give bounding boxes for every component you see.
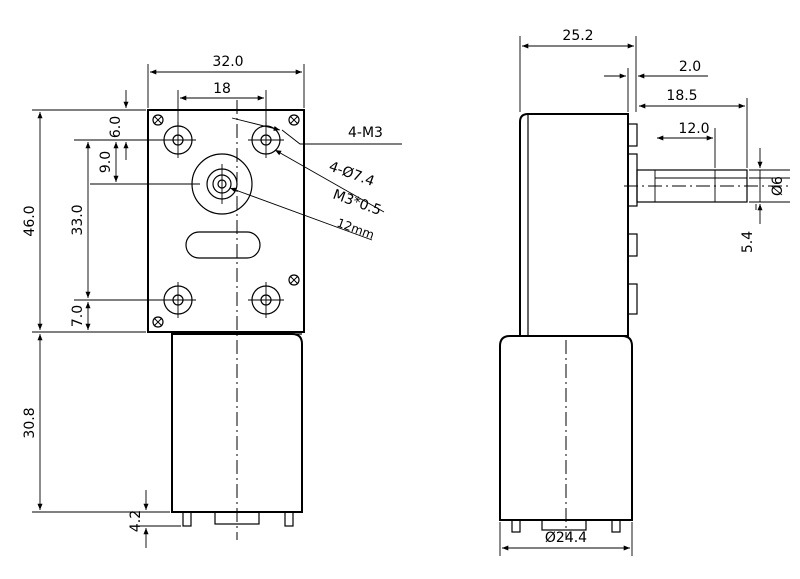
dim-width: 32.0: [212, 54, 243, 70]
dim-depth: 25.2: [562, 28, 593, 44]
collar-tab-icon: [627, 233, 638, 257]
slot-opening: [185, 231, 261, 259]
dim-shaft-flat-height: 5.4: [740, 231, 756, 253]
collar-tab-icon: [627, 283, 638, 315]
corner-screw-icon: [288, 114, 300, 126]
mounting-hole-icon: [160, 282, 196, 318]
dim-shaft-total: 18.5: [666, 88, 697, 104]
dim-motor-dia: Ø24.4: [545, 530, 587, 546]
callout-thread: 4-M3: [348, 125, 383, 141]
front-view: 32.0 18 4-M3 4-Ø7.4 M3*0.5 12mm 46.0 6.0…: [22, 54, 402, 548]
collar-tab-icon: [627, 123, 638, 147]
side-view: 25.2 2.0 18.5 12.0 Ø6 5.4 Ø24.4: [499, 28, 790, 556]
dim-height: 46.0: [22, 205, 38, 236]
callout-shaft-thread: M3*0.5: [331, 187, 384, 219]
callout-thread-depth: 12mm: [335, 216, 376, 242]
mounting-hole-icon: [160, 122, 196, 158]
dim-top-offset: 6.0: [108, 116, 124, 138]
dim-hole-spacing: 18: [213, 81, 231, 97]
corner-screw-icon: [152, 114, 164, 126]
gearbox-face: [147, 109, 305, 333]
callout-hole-dia: 4-Ø7.4: [327, 159, 377, 190]
corner-screw-icon: [152, 316, 164, 328]
motor-can-side: [499, 335, 633, 521]
corner-screw-icon: [288, 274, 300, 286]
dim-shaft-flat: 12.0: [678, 121, 709, 137]
motor-end-boss: [541, 519, 587, 531]
mounting-hole-icon: [248, 282, 284, 318]
terminal-icon: [182, 511, 192, 527]
gearbox-side: [519, 113, 629, 337]
collar-tab-icon: [627, 153, 638, 207]
dim-shaft-dia: Ø6: [770, 176, 786, 196]
dim-collar: 2.0: [679, 59, 701, 75]
dim-hole-vertical: 33.0: [70, 204, 86, 235]
terminal-icon: [511, 519, 521, 533]
output-shaft-icon: [191, 153, 253, 215]
dim-terminal: 4.2: [128, 510, 144, 532]
dim-bottom-offset: 7.0: [70, 305, 86, 327]
mounting-hole-icon: [248, 122, 284, 158]
dim-motor-length: 30.8: [22, 407, 38, 438]
terminal-icon: [611, 519, 621, 533]
terminal-icon: [284, 511, 294, 527]
dim-shaft-offset: 9.0: [98, 151, 114, 173]
